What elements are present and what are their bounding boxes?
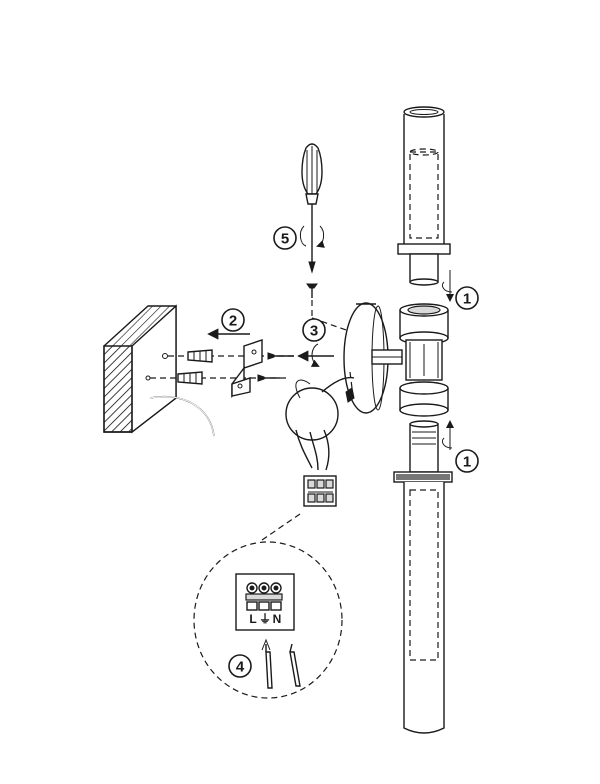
fixture-screw-step3	[297, 343, 334, 367]
step-marker-1-bottom: 1	[455, 449, 479, 473]
step-marker-4: 4	[228, 654, 252, 678]
connection-wires	[285, 376, 355, 471]
terminal-label-l: L	[249, 612, 256, 626]
terminal-label-earth: ⏚	[259, 612, 271, 626]
bracket-screw-upper	[267, 352, 294, 360]
lamp-tube-bottom	[393, 420, 454, 734]
bracket-screw-lower	[257, 374, 280, 382]
terminal-screw-row-bottom	[246, 601, 282, 611]
wall	[103, 304, 215, 437]
mounting-bracket-assembly	[150, 328, 300, 399]
step-marker-1-top: 1	[455, 286, 479, 310]
step-marker-2: 2	[221, 308, 245, 332]
wall-plug-upper	[187, 349, 213, 363]
fixture-backplate	[343, 302, 403, 414]
terminal-label-n: N	[273, 612, 282, 626]
screwdriver	[299, 143, 347, 331]
step-marker-3: 3	[302, 318, 326, 342]
stripped-wires	[261, 638, 301, 689]
svg-text:1: 1	[463, 454, 471, 471]
connector-upper	[399, 303, 449, 417]
terminal-block-small	[261, 475, 337, 541]
terminal-screw-row-top	[245, 582, 283, 601]
svg-text:1: 1	[463, 291, 471, 308]
svg-text:2: 2	[229, 313, 237, 330]
svg-text:5: 5	[281, 231, 289, 248]
wall-plug-lower	[177, 371, 203, 385]
svg-text:3: 3	[310, 323, 318, 340]
svg-text:4: 4	[236, 659, 245, 676]
step-marker-5: 5	[273, 226, 297, 250]
mounting-bracket	[231, 339, 263, 399]
lamp-tube-top	[397, 106, 454, 302]
magnified-terminal-view: L ⏚ N	[193, 541, 343, 699]
